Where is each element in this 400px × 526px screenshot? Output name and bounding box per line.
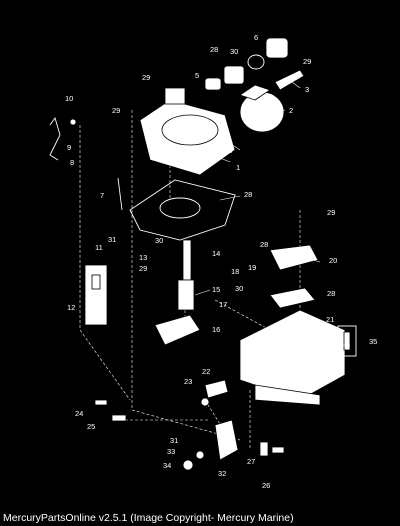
- leader-lines: [194, 81, 350, 346]
- callout-9: 9: [67, 143, 71, 152]
- idle-screws: [94, 399, 127, 422]
- callout-5: 5: [195, 71, 199, 80]
- callout-1: 1: [236, 163, 240, 172]
- callout-31-b: 31: [170, 436, 178, 445]
- callout-23: 23: [184, 377, 192, 386]
- callout-20: 20: [329, 256, 337, 265]
- callout-29-e: 29: [139, 264, 147, 273]
- callout-28-c: 28: [244, 190, 252, 199]
- callout-14: 14: [212, 249, 220, 258]
- throttle-lever: [182, 419, 239, 471]
- choke-housing: [239, 84, 285, 133]
- metering-jet: [337, 325, 357, 357]
- callout-3: 3: [305, 85, 309, 94]
- needle-and-seat: [177, 239, 195, 311]
- callout-22: 22: [202, 367, 210, 376]
- accelerator-pump: [84, 264, 108, 326]
- callout-25: 25: [87, 422, 95, 431]
- callout-18: 18: [231, 267, 239, 276]
- callout-17: 17: [219, 300, 227, 309]
- callout-24: 24: [75, 409, 83, 418]
- callout-7: 7: [100, 191, 104, 200]
- callout-19: 19: [248, 263, 256, 272]
- float-hinge: [269, 244, 319, 271]
- air-horn-cover: [139, 87, 236, 176]
- fuel-filter: [204, 37, 289, 91]
- callout-6: 6: [254, 33, 258, 42]
- callout-29-c: 29: [303, 57, 311, 66]
- air-horn-gasket: [129, 179, 236, 241]
- carburetor-exploded-diagram: 1 2 3 5 6 7 8 9 10 11 12 13 14 15 16 17 …: [49, 33, 377, 490]
- choke-rod-bracket: [49, 116, 123, 211]
- callout-15: 15: [212, 285, 220, 294]
- callout-35: 35: [369, 337, 377, 346]
- mounting-screws: [259, 441, 285, 457]
- float: [154, 314, 201, 346]
- callout-30-b: 30: [155, 236, 163, 245]
- callout-34: 34: [163, 461, 171, 470]
- callout-29-b: 29: [112, 106, 120, 115]
- carburetor-main-body: [239, 309, 346, 406]
- copyright-footer: MercuryPartsOnline v2.5.1 (Image Copyrig…: [3, 512, 294, 524]
- throttle-linkage: [200, 379, 229, 407]
- callout-28-e: 28: [327, 289, 335, 298]
- callout-30-a: 30: [230, 47, 238, 56]
- choke-lever: [274, 69, 305, 91]
- callout-11: 11: [95, 243, 103, 252]
- callout-10: 10: [65, 94, 73, 103]
- callout-28-d: 28: [260, 240, 268, 249]
- callout-30-c: 30: [235, 284, 243, 293]
- callout-32: 32: [218, 469, 226, 478]
- callout-16: 16: [212, 325, 220, 334]
- callout-26: 26: [262, 481, 270, 490]
- callout-27: 27: [247, 457, 255, 466]
- callout-21: 21: [326, 315, 334, 324]
- callout-29-d: 29: [327, 208, 335, 217]
- callout-33: 33: [167, 447, 175, 456]
- callout-28-b: 28: [224, 146, 232, 155]
- callout-2: 2: [289, 106, 293, 115]
- callout-28-a: 28: [210, 45, 218, 54]
- callout-12: 12: [67, 303, 75, 312]
- base-plate: [269, 287, 316, 309]
- callouts: 1 2 3 5 6 7 8 9 10 11 12 13 14 15 16 17 …: [65, 33, 377, 490]
- callout-29-a: 29: [142, 73, 150, 82]
- callout-31-a: 31: [108, 235, 116, 244]
- callout-13: 13: [139, 253, 147, 262]
- callout-8: 8: [70, 158, 74, 167]
